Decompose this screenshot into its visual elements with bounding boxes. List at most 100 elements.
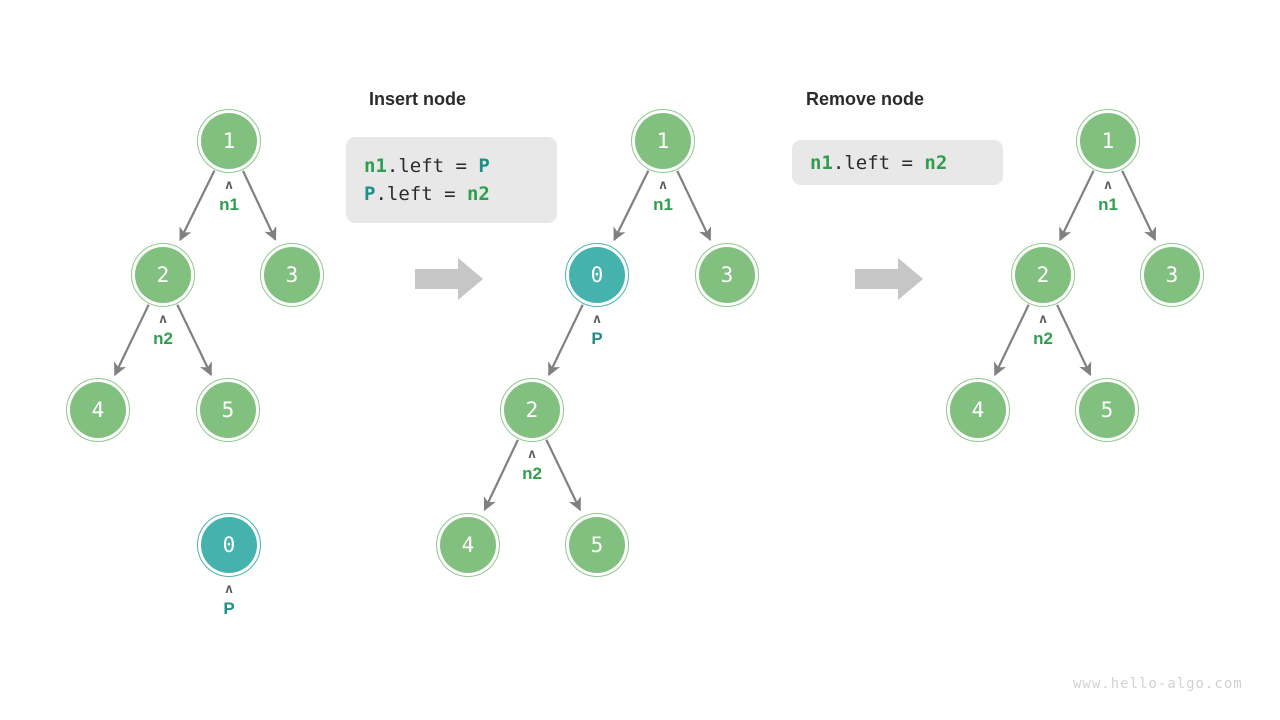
code-token: .left = (375, 183, 467, 205)
tree-node-0: 0 (565, 243, 629, 307)
node-value: 0 (222, 532, 236, 557)
node-outer-ring (946, 378, 1010, 442)
code-token: n2 (924, 151, 948, 174)
node-outer-ring (1140, 243, 1204, 307)
pointer-name: n1 (1098, 195, 1118, 214)
transition-arrow-icon-2 (855, 258, 923, 300)
caret-up-icon: ʌ (159, 312, 167, 327)
node-outer-ring (1075, 378, 1139, 442)
code-token: P (364, 183, 376, 205)
node-value: 4 (971, 397, 985, 422)
node-outer-ring (197, 109, 261, 173)
caret-up-icon: ʌ (225, 178, 233, 193)
pointer-name: n2 (1033, 329, 1053, 348)
tree-edge (179, 170, 216, 242)
tree-node-4: 4 (436, 513, 500, 577)
tree-node-3: 3 (1140, 243, 1204, 307)
code-token: n1 (810, 151, 833, 174)
caret-up-icon: ʌ (1104, 178, 1112, 193)
tree-node-1: 1 (1076, 109, 1140, 173)
pointer-name: n1 (219, 195, 239, 214)
tree-node-4: 4 (66, 378, 130, 442)
tree-edge (483, 439, 519, 511)
pointer-name: P (591, 329, 603, 348)
tree-node-1: 1 (197, 109, 261, 173)
node-disc (504, 382, 560, 438)
code-token: P (478, 155, 490, 177)
tree-edge (242, 170, 277, 241)
tree-node-2: 2 (500, 378, 564, 442)
caret-up-icon: ʌ (225, 582, 233, 597)
node-disc (635, 113, 691, 169)
node-disc (201, 517, 257, 573)
node-value: 5 (221, 397, 235, 422)
node-outer-ring (1011, 243, 1075, 307)
node-value: 2 (1036, 262, 1050, 287)
node-disc (264, 247, 320, 303)
node-disc (699, 247, 755, 303)
node-value: 3 (285, 262, 299, 287)
code-line: P.left = n2 (364, 180, 539, 208)
node-value: 2 (156, 262, 170, 287)
node-value: 4 (461, 532, 475, 557)
panel-title-insert: Insert node (369, 89, 467, 109)
tree-edge (993, 304, 1030, 377)
node-outer-ring (1076, 109, 1140, 173)
tree-edge (1056, 304, 1092, 376)
tree-node-5: 5 (565, 513, 629, 577)
node-value: 5 (1100, 397, 1114, 422)
node-outer-ring (500, 378, 564, 442)
code-token: .left = (386, 155, 479, 177)
pointer-name: n2 (153, 329, 173, 348)
node-outer-ring (66, 378, 130, 442)
tree-edge (676, 170, 712, 241)
node-outer-ring (197, 513, 261, 577)
code-box-remove: n1.left = n2 (792, 140, 1003, 185)
node-value: 4 (91, 397, 105, 422)
transition-arrow-icon-1 (415, 258, 483, 300)
tree-node-2: 2 (131, 243, 195, 307)
tree-edge (176, 304, 213, 377)
tree-node-2: 2 (1011, 243, 1075, 307)
node-disc (569, 247, 625, 303)
pointer-label-n2: ʌ n2 (153, 312, 173, 348)
tree-node-1: 1 (631, 109, 695, 173)
node-disc (135, 247, 191, 303)
caret-up-icon: ʌ (659, 178, 667, 193)
node-disc (1015, 247, 1071, 303)
node-disc (1080, 113, 1136, 169)
pointer-name: n2 (522, 464, 542, 483)
tree-edge (1121, 170, 1157, 241)
code-token: n1 (364, 155, 387, 177)
node-outer-ring (695, 243, 759, 307)
pointer-label-n1: ʌ n1 (1098, 178, 1118, 214)
node-value: 2 (525, 397, 539, 422)
node-value: 1 (656, 128, 670, 153)
node-disc (201, 113, 257, 169)
node-outer-ring (131, 243, 195, 307)
node-disc (200, 382, 256, 438)
tree-edge (613, 170, 650, 242)
node-value: 5 (590, 532, 604, 557)
node-disc (70, 382, 126, 438)
node-value: 3 (1165, 262, 1179, 287)
code-line: n1.left = P (364, 152, 539, 180)
tree-node-5: 5 (196, 378, 260, 442)
tree-node-0: 0 (197, 513, 261, 577)
code-token: .left = (832, 151, 925, 174)
tree-node-3: 3 (695, 243, 759, 307)
pointer-label-n1: ʌ n1 (219, 178, 239, 214)
node-value: 0 (590, 262, 604, 287)
node-outer-ring (565, 513, 629, 577)
tree-node-5: 5 (1075, 378, 1139, 442)
node-outer-ring (631, 109, 695, 173)
panel-title-remove: Remove node (806, 89, 925, 109)
tree-node-3: 3 (260, 243, 324, 307)
node-value: 1 (222, 128, 236, 153)
